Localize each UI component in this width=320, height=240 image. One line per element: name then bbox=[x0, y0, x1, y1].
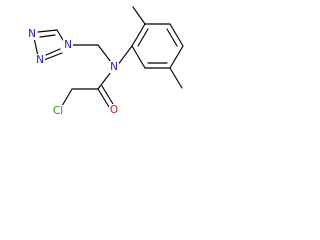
aryl-n-bond bbox=[116, 45, 133, 67]
triazole-nitrogen-2: N bbox=[35, 54, 45, 66]
atom-label-cl: Cl bbox=[53, 105, 63, 117]
atom-label-n2-triazole: N bbox=[36, 54, 44, 66]
atom-label-n-amide: N bbox=[110, 61, 118, 73]
molecule-structure: N O Cl N N N bbox=[27, 6, 184, 117]
carbonyl-double-bond bbox=[101, 85, 114, 105]
carbonyl-oxygen: O bbox=[109, 104, 119, 116]
triazole-bond bbox=[33, 37, 39, 57]
methyl-bond-bottom bbox=[169, 67, 183, 89]
ring-bond bbox=[131, 23, 146, 47]
atom-labels: N O Cl N N N bbox=[27, 28, 119, 117]
carbonyl-double-bond bbox=[97, 88, 110, 108]
triazole-nitrogen-1: N bbox=[63, 39, 73, 51]
n-ch2-bond bbox=[97, 44, 112, 63]
triazole-bond bbox=[37, 29, 58, 33]
atom-label-n4-triazole: N bbox=[28, 28, 36, 40]
bonds bbox=[33, 6, 184, 108]
triazole-double-bond bbox=[45, 48, 61, 56]
ch2-cl-bond bbox=[61, 88, 73, 107]
atom-label-o: O bbox=[110, 104, 118, 116]
ring-bond bbox=[169, 23, 184, 47]
atom-label-n1-triazole: N bbox=[64, 39, 72, 51]
n-carbonyl-bond bbox=[97, 71, 112, 90]
ring-bond bbox=[131, 45, 146, 69]
amide-nitrogen: N bbox=[109, 61, 119, 73]
methyl-bond-top bbox=[132, 6, 146, 25]
triazole-bond bbox=[43, 52, 63, 61]
chlorine: Cl bbox=[50, 105, 66, 117]
triazole-nitrogen-4: N bbox=[27, 28, 37, 40]
triazole-double-bond bbox=[39, 34, 56, 38]
ring-double-bond bbox=[166, 28, 178, 47]
ring-double-bond bbox=[137, 28, 149, 47]
ring-bond bbox=[169, 45, 184, 69]
